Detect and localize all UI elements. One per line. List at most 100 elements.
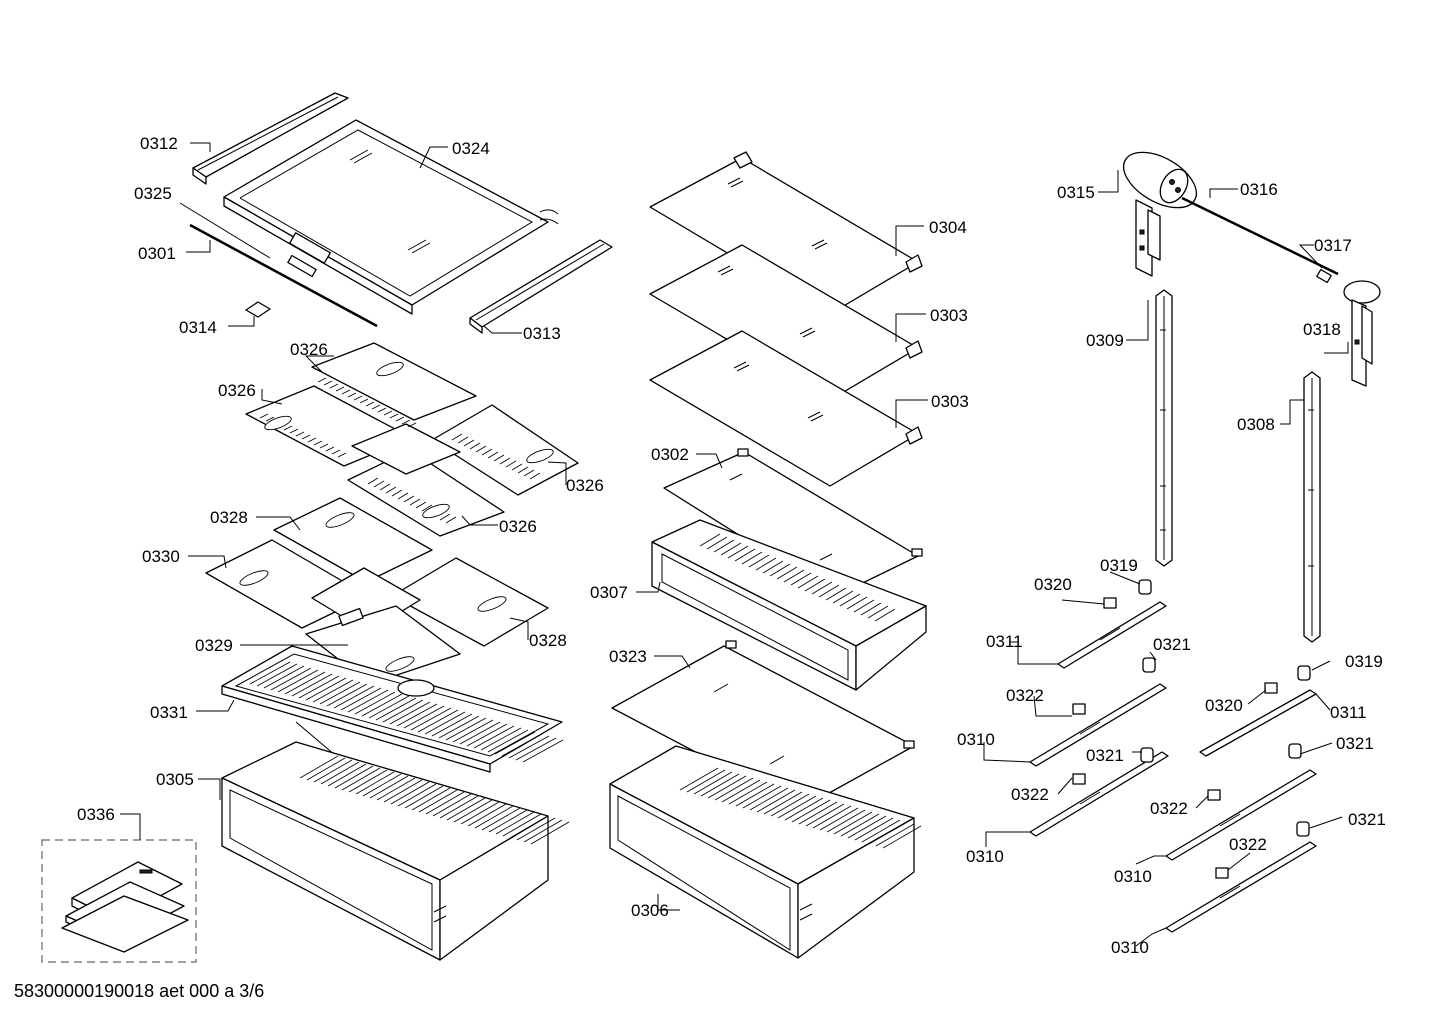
rib-line [329, 383, 339, 389]
rib-line [323, 380, 333, 386]
rib-line [728, 781, 768, 805]
label-0321-a: 0321 [1153, 635, 1191, 654]
label-0319-b: 0319 [1345, 652, 1383, 671]
rib-line [375, 697, 417, 721]
rib-line [755, 557, 777, 571]
rib-line [284, 671, 326, 695]
rib-line [335, 386, 345, 392]
label-0311-a: 0311 [986, 632, 1023, 651]
rib-line [826, 809, 866, 833]
label-0321-c: 0321 [1086, 746, 1124, 765]
label-0315: 0315 [1057, 183, 1095, 202]
rib-line [784, 797, 824, 821]
slide-rails [1029, 601, 1317, 933]
rib-line [298, 675, 340, 699]
rib-line [480, 727, 522, 751]
rib-line [283, 425, 293, 431]
rib-line [445, 516, 457, 524]
rib-line [811, 581, 833, 595]
rib-line [347, 689, 389, 713]
label-0308: 0308 [1237, 415, 1275, 434]
rib-line [404, 785, 444, 809]
rib-line [762, 560, 784, 574]
rib-line [463, 439, 475, 447]
rib-line [439, 795, 479, 819]
rib-line [508, 735, 550, 759]
label-0328-a: 0328 [210, 508, 248, 527]
label-0303-a: 0303 [930, 306, 968, 325]
rib-line [334, 765, 374, 789]
rib-line [389, 701, 431, 725]
rib-line [713, 539, 735, 553]
label-0326-c: 0326 [566, 476, 604, 495]
rib-line [487, 451, 499, 459]
rib-line [410, 707, 452, 731]
rib-line [259, 413, 269, 419]
rib-line [721, 779, 761, 803]
leader-lines [120, 142, 1349, 947]
label-0306: 0306 [631, 901, 669, 920]
rib-line [522, 739, 564, 763]
rib-line [846, 596, 868, 610]
rib-line [460, 801, 500, 825]
rib-line [812, 805, 852, 829]
label-0328-b: 0328 [529, 631, 567, 650]
rib-line [403, 495, 415, 503]
rib-line [367, 477, 379, 485]
label-0303-b: 0303 [931, 392, 969, 411]
part-labels: 0312 0324 0325 0301 0314 0313 0326 0326 … [77, 134, 1386, 957]
rib-line [277, 669, 319, 693]
rib-line [369, 775, 409, 799]
rib-line [313, 759, 353, 783]
part-0313-rail [469, 239, 613, 334]
rib-line [748, 554, 770, 568]
part-0318-bracket [1343, 280, 1381, 387]
part-0314-clip [245, 301, 271, 318]
rib-line [341, 389, 351, 395]
rib-line [493, 454, 505, 462]
rib-line [397, 783, 437, 807]
label-0322-a: 0322 [1006, 686, 1044, 705]
label-0310-c: 0310 [1114, 867, 1152, 886]
rib-line [467, 803, 507, 827]
rib-line [317, 377, 327, 383]
rib-line [511, 463, 523, 471]
part-0309-rail [1155, 289, 1173, 567]
rib-line [353, 395, 363, 401]
rib-line [466, 723, 508, 747]
rib-line [488, 809, 528, 833]
rib-line [469, 442, 481, 450]
rib-line [452, 719, 494, 743]
part-0324-shelf [223, 119, 559, 315]
rib-line [734, 548, 756, 562]
rib-line [270, 667, 312, 691]
rib-line [368, 695, 410, 719]
rib-line [686, 769, 726, 793]
rib-line [256, 663, 298, 687]
rib-line [517, 466, 529, 474]
rib-line [359, 398, 369, 404]
rib-line [735, 783, 775, 807]
rib-line [530, 821, 570, 845]
rib-line [818, 584, 840, 598]
rib-line [373, 480, 385, 488]
label-0305: 0305 [156, 770, 194, 789]
rib-line [439, 513, 451, 521]
rib-line [790, 572, 812, 586]
rib-line [791, 799, 831, 823]
part-0307-drawer [651, 519, 927, 691]
label-0319-a: 0319 [1100, 556, 1138, 575]
label-0311-b: 0311 [1330, 703, 1367, 722]
part-0301-rod [189, 223, 378, 328]
part-0304-0303-shelves [649, 151, 923, 487]
rib-line [720, 542, 742, 556]
rib-line [509, 815, 549, 839]
rib-line [714, 777, 754, 801]
rib-line [305, 677, 347, 701]
rib-line [707, 775, 747, 799]
rib-line [249, 661, 291, 685]
rib-line [515, 737, 557, 761]
rib-line [299, 755, 339, 779]
part-0306-drawer [609, 745, 922, 959]
rib-line [424, 711, 466, 735]
